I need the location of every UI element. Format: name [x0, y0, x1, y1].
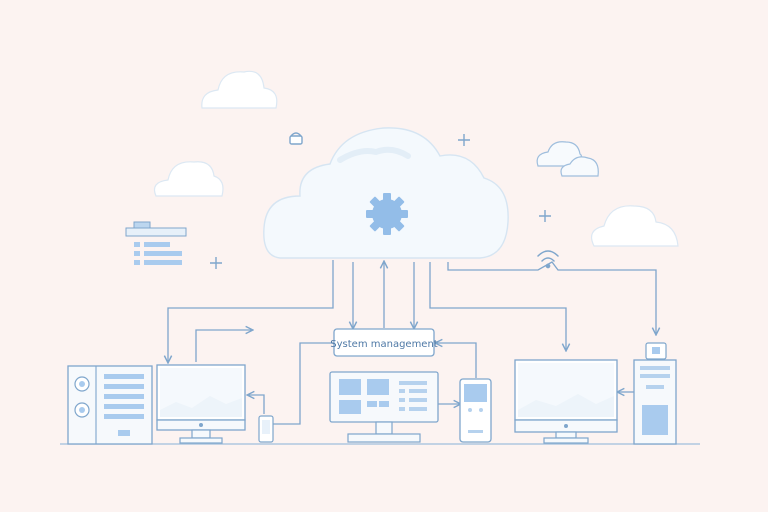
connector-wifi-to-tower: [447, 261, 656, 334]
cloud-icon: [591, 205, 679, 247]
tablet-icon: [459, 378, 492, 443]
system-management-box[interactable]: System management: [330, 328, 438, 357]
system-management-label: System management: [330, 339, 438, 350]
monitor-icon: [514, 359, 618, 444]
dashboard-icon: [329, 371, 439, 443]
main-cloud: [263, 127, 509, 259]
sparkle-icon: [210, 257, 222, 269]
monitor-icon: [156, 364, 246, 444]
connector-label-to-panel: [272, 342, 334, 425]
connector-cloud-to-server: [168, 260, 334, 362]
server-tower-icon: [633, 342, 677, 445]
cloud-icon: [153, 161, 224, 197]
wifi-icon: [537, 250, 559, 269]
sparkle-icon: [539, 210, 551, 222]
connector-panel-to-label: [436, 343, 477, 378]
server-icon: [67, 365, 153, 445]
sparkle-icon: [458, 134, 470, 146]
connector-monitor-to-right: [195, 330, 252, 362]
gear-icon: [366, 193, 408, 235]
cloud-icon: [201, 70, 278, 109]
phone-icon: [258, 415, 274, 443]
connector-cloud-to-monitor-right: [429, 262, 566, 350]
connectors: [168, 260, 656, 425]
connector-monitor-to-phone: [248, 395, 265, 414]
lock-icon: [289, 132, 303, 145]
cloud-icon: [536, 141, 599, 177]
list-panel-icon: [125, 221, 187, 265]
